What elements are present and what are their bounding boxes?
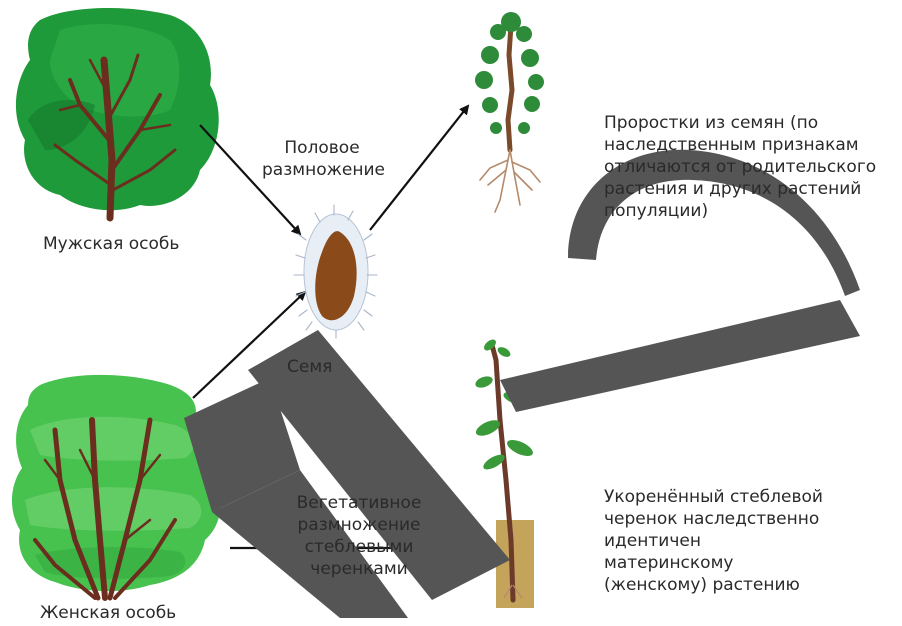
vegetative-reproduction-label: Вегетативное размножение стеблевыми чере… bbox=[290, 492, 428, 580]
male-tree-icon bbox=[16, 8, 219, 218]
vegetative-line-2: размножение bbox=[290, 514, 428, 536]
seed-label: Семя bbox=[287, 356, 332, 378]
sexual-line-1: Половое bbox=[262, 137, 382, 159]
cutting-line-4: материнскому bbox=[604, 552, 823, 574]
seedlings-line-4: растения и других растений bbox=[604, 178, 876, 200]
seedlings-description: Проростки из семян (по наследственным пр… bbox=[604, 112, 876, 222]
sexual-line-2: размножение bbox=[262, 159, 382, 181]
cutting-line-2: черенок наследственно bbox=[604, 508, 823, 530]
seedling-icon bbox=[475, 12, 544, 212]
vegetative-line-4: черенками bbox=[290, 558, 428, 580]
cutting-line-1: Укоренённый стеблевой bbox=[604, 486, 823, 508]
sexual-reproduction-label: Половое размножение bbox=[262, 137, 382, 181]
female-label: Женская особь bbox=[40, 602, 176, 624]
male-label: Мужская особь bbox=[43, 233, 179, 255]
cutting-line-3: идентичен bbox=[604, 530, 823, 552]
seedlings-line-5: популяции) bbox=[604, 200, 876, 222]
vegetative-line-3: стеблевыми bbox=[290, 536, 428, 558]
cutting-description: Укоренённый стеблевой черенок наследстве… bbox=[604, 486, 823, 596]
female-bush-icon bbox=[12, 375, 221, 598]
seedlings-line-3: отличаются от родительского bbox=[604, 156, 876, 178]
cutting-line-5: (женскому) растению bbox=[604, 574, 823, 596]
seedlings-line-1: Проростки из семян (по bbox=[604, 112, 876, 134]
seed-icon bbox=[294, 205, 377, 338]
vegetative-line-1: Вегетативное bbox=[290, 492, 428, 514]
seedlings-line-2: наследственным признакам bbox=[604, 134, 876, 156]
